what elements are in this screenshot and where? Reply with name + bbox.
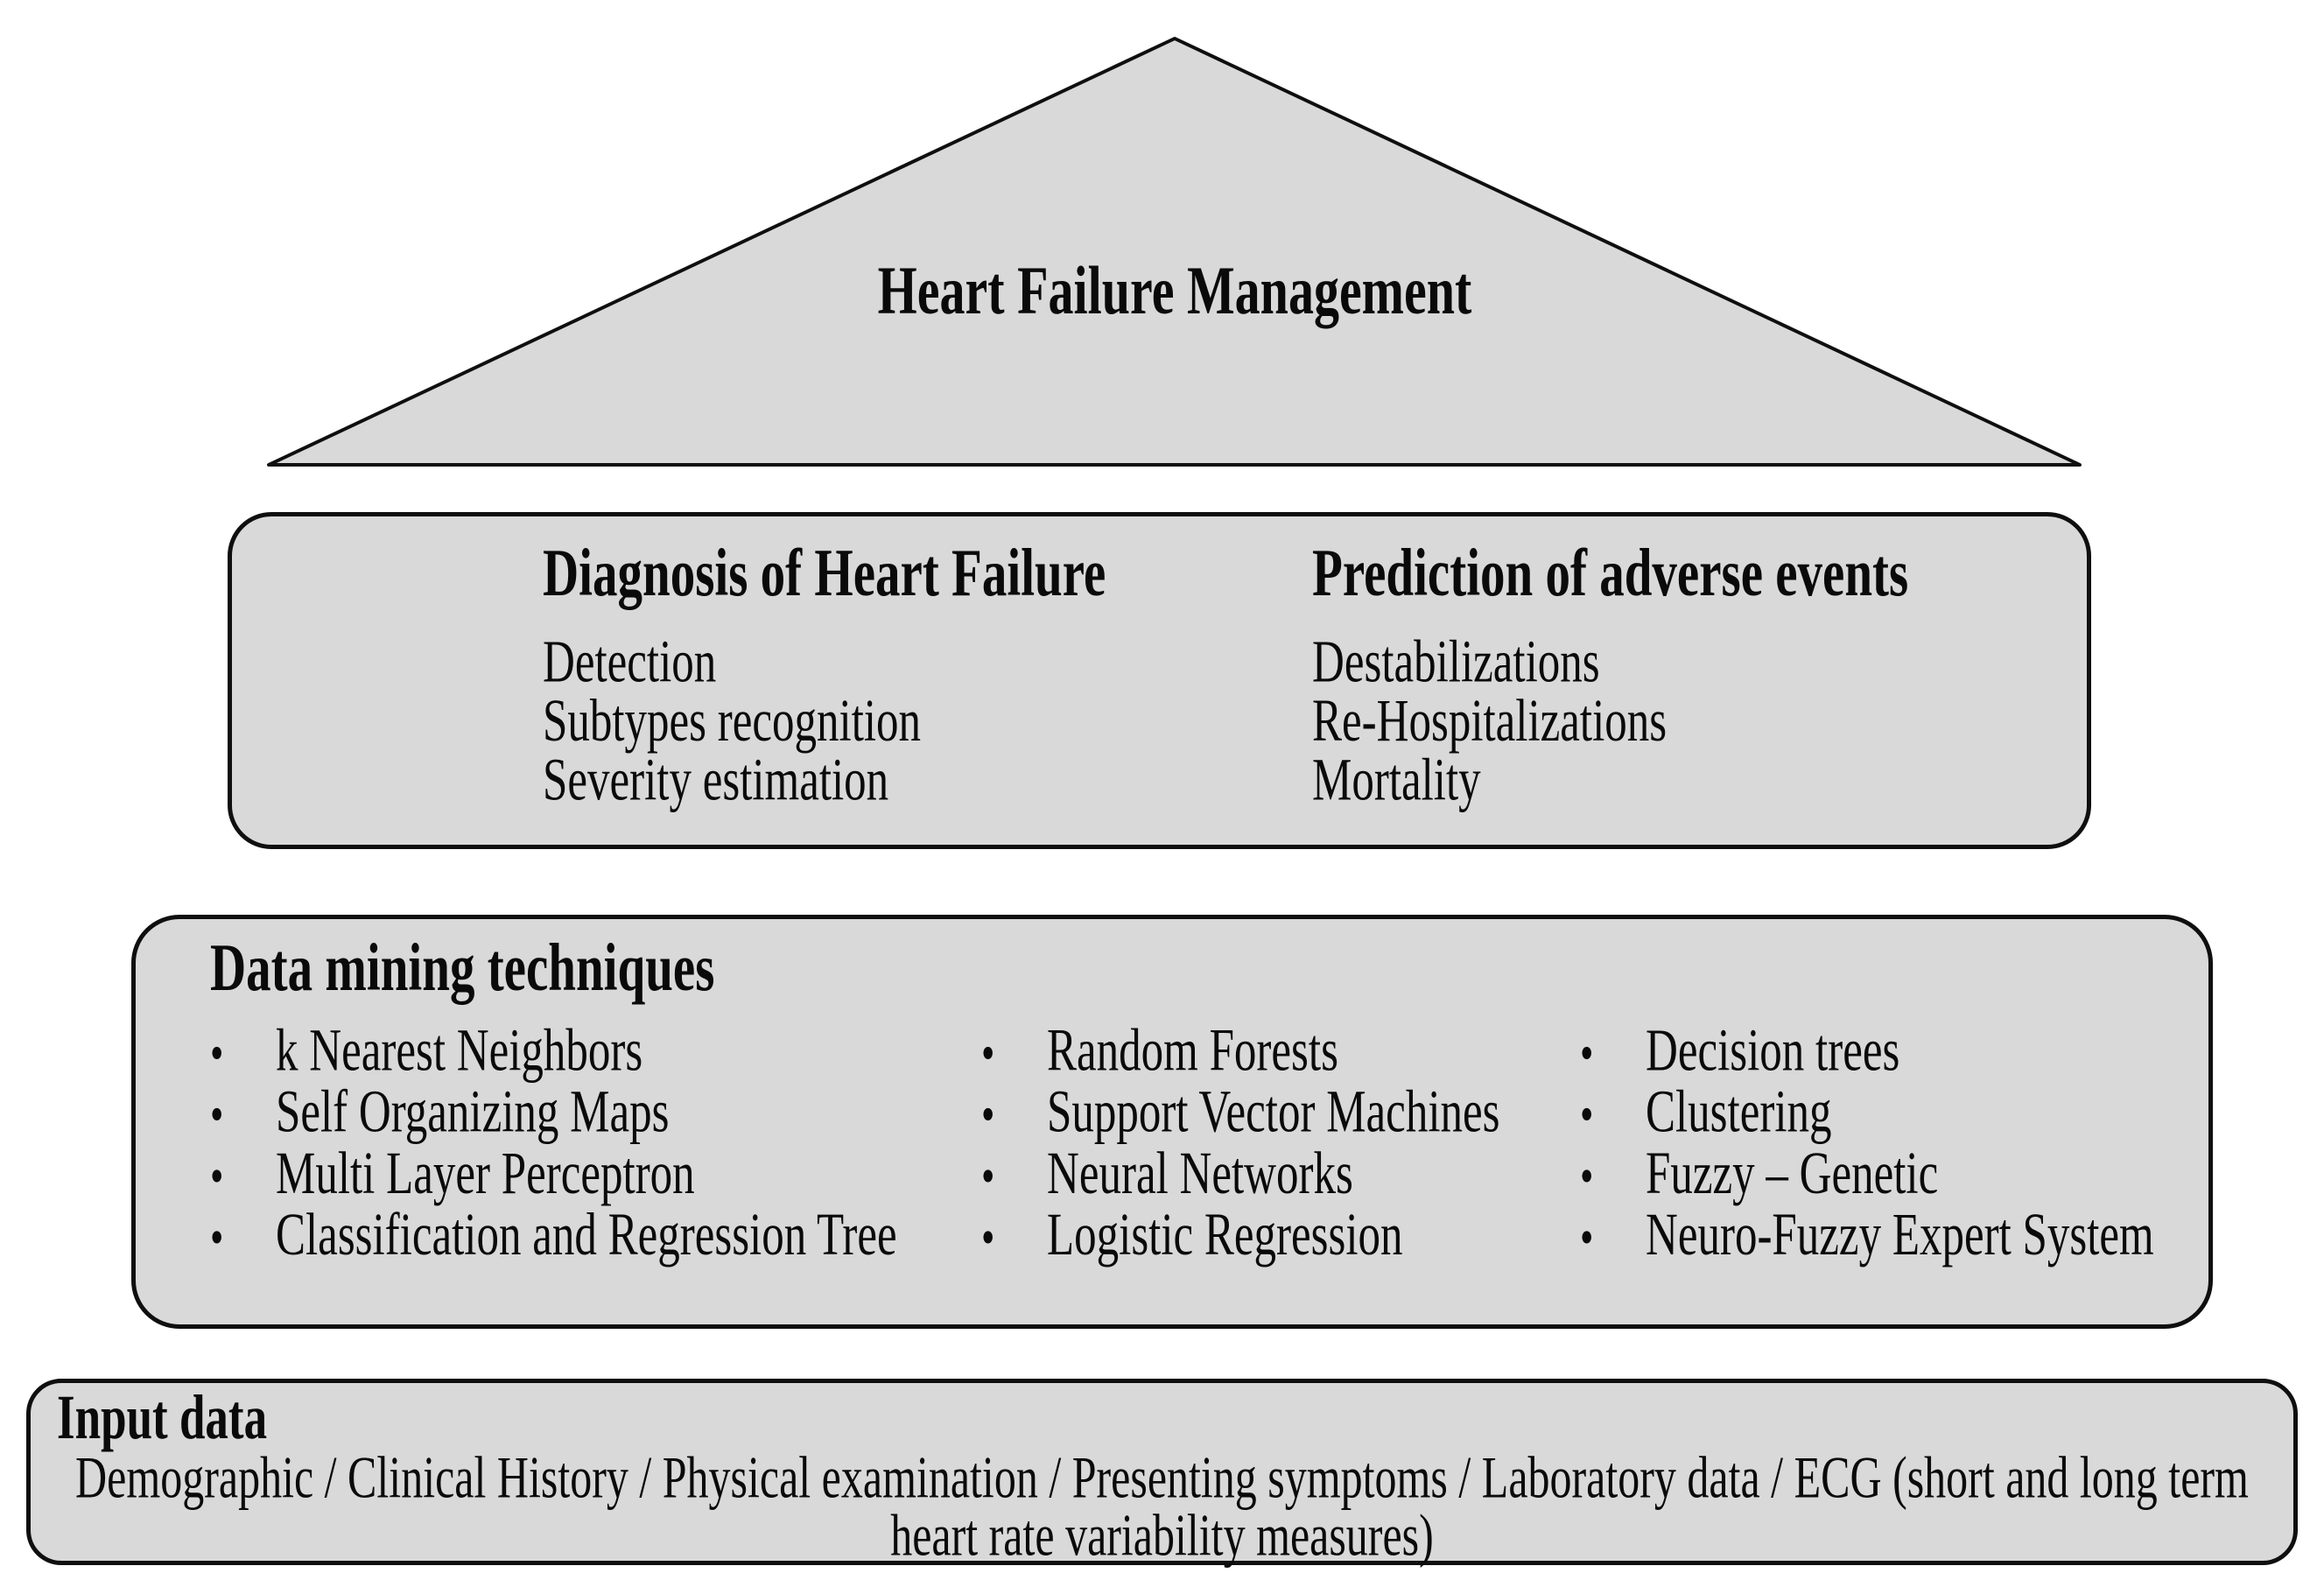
diagnosis-item: Subtypes recognition: [543, 688, 922, 755]
diagnosis-item: Severity estimation: [543, 747, 889, 814]
bullet-icon: •: [981, 1023, 995, 1082]
technique-item: •Random Forests: [981, 1021, 1499, 1083]
prediction-item: Re-Hospitalizations: [1312, 688, 1668, 755]
technique-label: Multi Layer Perceptron: [276, 1141, 695, 1207]
prediction-column: Prediction of adverse events Destabiliza…: [1312, 536, 1909, 814]
pyramid-triangle-shape: [267, 37, 2082, 467]
bullet-icon: •: [1580, 1085, 1594, 1144]
technique-item: •Support Vector Machines: [981, 1083, 1499, 1144]
techniques-column-2: •Random Forests •Support Vector Machines…: [981, 1021, 1499, 1269]
bullet-icon: •: [981, 1147, 995, 1205]
bullet-icon: •: [981, 1085, 995, 1144]
bullet-icon: •: [210, 1147, 224, 1205]
technique-label: Support Vector Machines: [1047, 1079, 1500, 1146]
technique-label: Decision trees: [1646, 1017, 1900, 1085]
technique-item: •k Nearest Neighbors: [210, 1021, 897, 1083]
technique-item: • Logistic Regression: [981, 1202, 1499, 1269]
bullet-icon: •: [1580, 1023, 1594, 1082]
technique-item: •Clustering: [1580, 1083, 2154, 1144]
pyramid-title: Heart Failure Management: [877, 251, 1472, 329]
technique-label: k Nearest Neighbors: [276, 1017, 643, 1085]
prediction-item: Mortality: [1312, 747, 1481, 814]
diagnosis-column: Diagnosis of Heart Failure Detection Sub…: [543, 536, 1106, 814]
input-data-heading: Input data: [57, 1383, 268, 1453]
technique-label: Random Forests: [1047, 1017, 1338, 1085]
diagnosis-heading: Diagnosis of Heart Failure: [543, 536, 1106, 611]
technique-item: •Self Organizing Maps: [210, 1083, 897, 1144]
technique-item: • Neuro-Fuzzy Expert System: [1580, 1202, 2154, 1269]
technique-item: • Fuzzy – Genetic: [1580, 1144, 2154, 1205]
input-data-box: Input data Demographic / Clinical Histor…: [26, 1379, 2298, 1565]
technique-item: • Classification and Regression Tree: [210, 1202, 897, 1269]
goals-box: Diagnosis of Heart Failure Detection Sub…: [228, 512, 2091, 849]
bullet-icon: •: [981, 1208, 995, 1267]
bullet-icon: •: [1580, 1147, 1594, 1205]
bullet-icon: •: [1580, 1208, 1594, 1267]
techniques-column-3: •Decision trees •Clustering •Fuzzy – Gen…: [1580, 1021, 2154, 1269]
prediction-item: Destabilizations: [1312, 628, 1600, 696]
technique-label: Logistic Regression: [1047, 1202, 1403, 1269]
technique-label: Neuro-Fuzzy Expert System: [1646, 1202, 2154, 1269]
bullet-icon: •: [210, 1208, 224, 1267]
techniques-heading: Data mining techniques: [210, 930, 715, 1006]
prediction-heading: Prediction of adverse events: [1312, 536, 1909, 611]
diagnosis-item: Detection: [543, 628, 717, 696]
techniques-column-1: •k Nearest Neighbors •Self Organizing Ma…: [210, 1021, 897, 1269]
bullet-icon: •: [210, 1023, 224, 1082]
input-data-text: Demographic / Clinical History / Physica…: [75, 1443, 2249, 1569]
triangle-icon: [267, 37, 2082, 467]
technique-item: •Decision trees: [1580, 1021, 2154, 1083]
bullet-icon: •: [210, 1085, 224, 1144]
technique-label: Clustering: [1646, 1079, 1832, 1146]
technique-label: Neural Networks: [1047, 1141, 1353, 1207]
technique-item: • Multi Layer Perceptron: [210, 1144, 897, 1205]
technique-label: Classification and Regression Tree: [276, 1202, 897, 1269]
technique-label: Self Organizing Maps: [276, 1079, 670, 1146]
technique-item: • Neural Networks: [981, 1144, 1499, 1205]
techniques-box: Data mining techniques •k Nearest Neighb…: [131, 915, 2213, 1329]
technique-label: Fuzzy – Genetic: [1646, 1141, 1939, 1207]
